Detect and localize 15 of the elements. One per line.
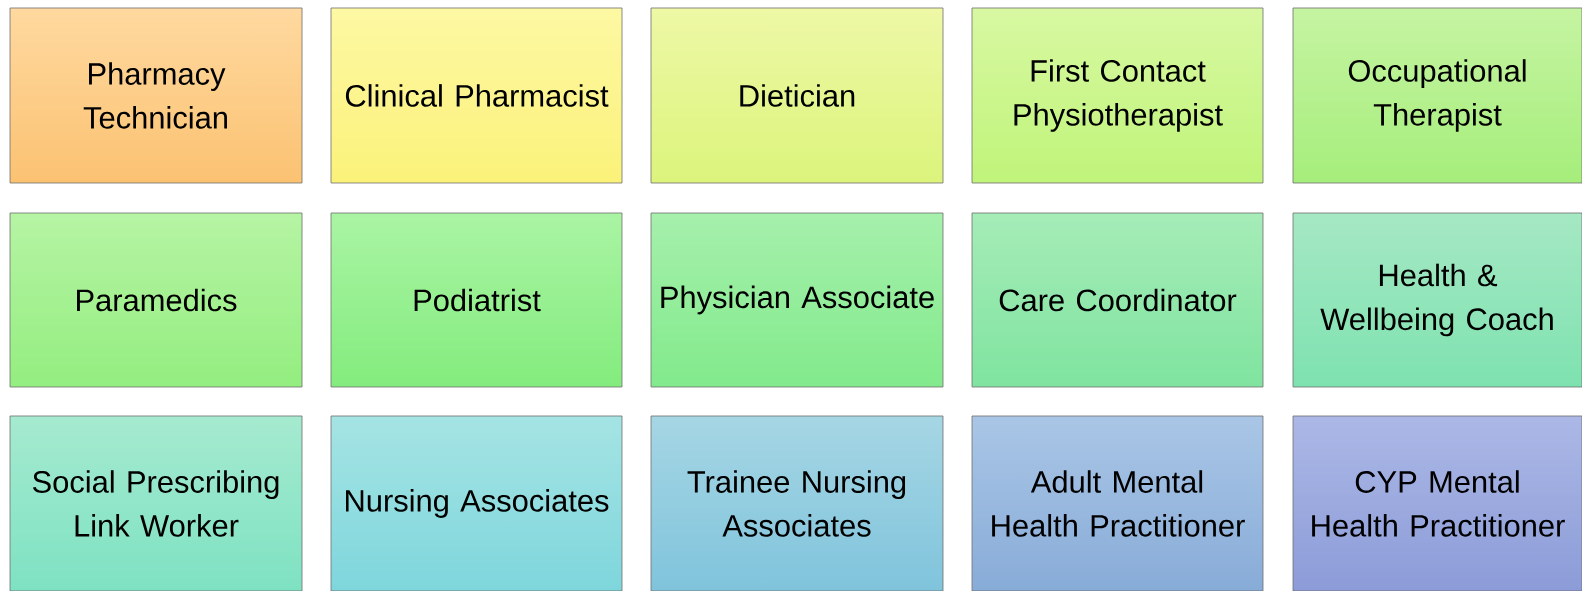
role-box: Adult Mental Health Practitioner (971, 415, 1264, 591)
role-box: Health & Wellbeing Coach (1292, 212, 1582, 388)
role-box: Trainee Nursing Associates (650, 415, 944, 591)
role-box: Social Prescribing Link Worker (9, 415, 303, 591)
role-box: Podiatrist (330, 212, 623, 388)
role-box: CYP Mental Health Practitioner (1292, 415, 1582, 591)
role-box: Paramedics (9, 212, 303, 388)
role-box: Dietician (650, 7, 944, 184)
role-box: Nursing Associates (330, 415, 623, 591)
role-box: First Contact Physiotherapist (971, 7, 1264, 184)
role-box: Care Coordinator (971, 212, 1264, 388)
role-box: Pharmacy Technician (9, 7, 303, 184)
role-box: Occupational Therapist (1292, 7, 1582, 184)
role-box: Clinical Pharmacist (330, 7, 623, 184)
role-box: Physician Associate (650, 212, 944, 388)
